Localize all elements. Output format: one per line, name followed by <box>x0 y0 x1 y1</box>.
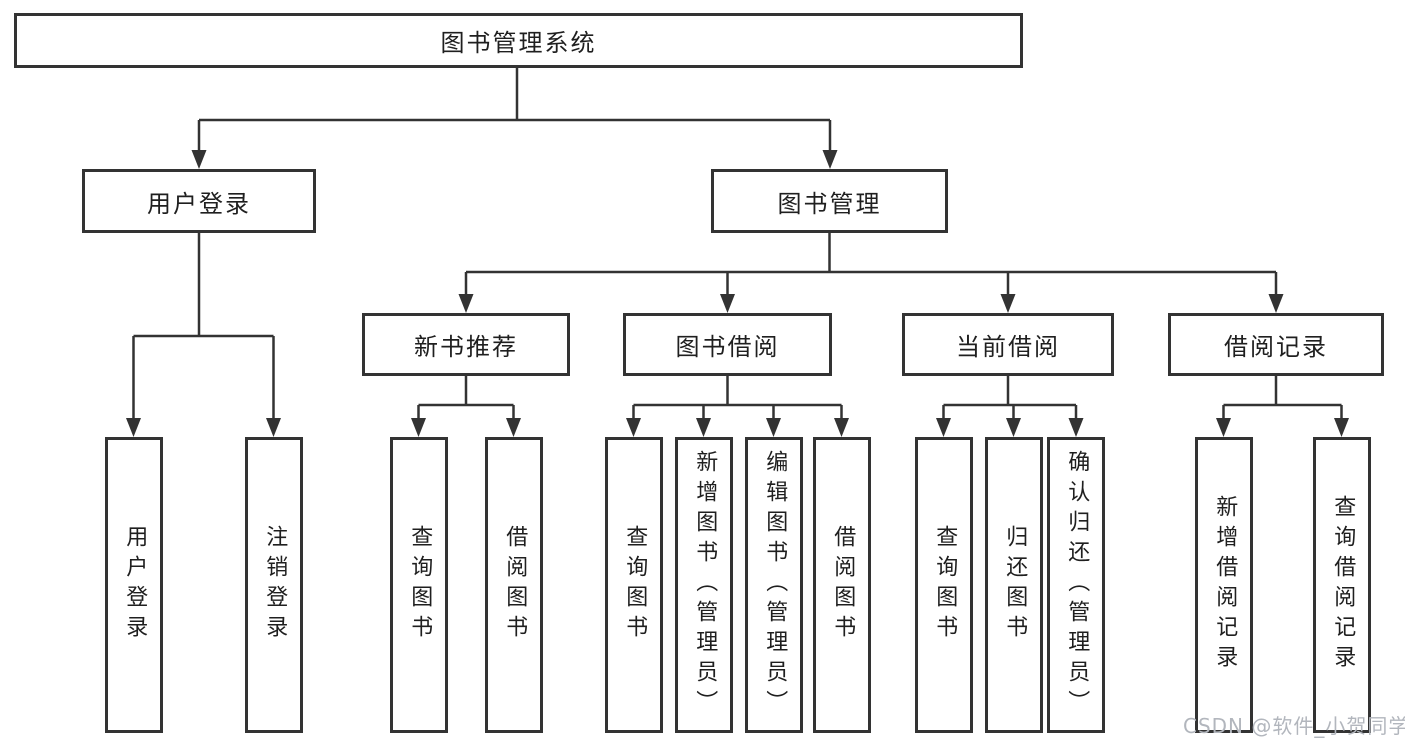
leaf-return-book: 归还图书 <box>985 437 1043 733</box>
leaf-borrow-book-2: 借阅图书 <box>813 437 871 733</box>
leaf-query-book-1: 查询图书 <box>390 437 448 733</box>
csdn-watermark: CSDN @软件_小贺同学 <box>1183 714 1405 738</box>
leaf-query-borrow-record: 查询借阅记录 <box>1313 437 1371 733</box>
node-book-borrow: 图书借阅 <box>623 313 832 376</box>
leaf-borrow-book-1: 借阅图书 <box>485 437 543 733</box>
leaf-edit-book-admin: 编辑图书（管理员） <box>745 437 803 733</box>
leaf-user-login: 用户登录 <box>105 437 163 733</box>
node-current-borrow: 当前借阅 <box>902 313 1114 376</box>
leaf-confirm-return-admin: 确认归还（管理员） <box>1047 437 1105 733</box>
leaf-add-borrow-record: 新增借阅记录 <box>1195 437 1253 733</box>
leaf-add-book-admin: 新增图书（管理员） <box>675 437 733 733</box>
node-book-management: 图书管理 <box>711 169 948 233</box>
node-library-management-system: 图书管理系统 <box>14 13 1023 68</box>
node-new-book-recommend: 新书推荐 <box>362 313 570 376</box>
leaf-query-book-2: 查询图书 <box>605 437 663 733</box>
leaf-query-book-3: 查询图书 <box>915 437 973 733</box>
node-user-login: 用户登录 <box>82 169 316 233</box>
leaf-logout: 注销登录 <box>245 437 303 733</box>
node-borrow-records: 借阅记录 <box>1168 313 1384 376</box>
